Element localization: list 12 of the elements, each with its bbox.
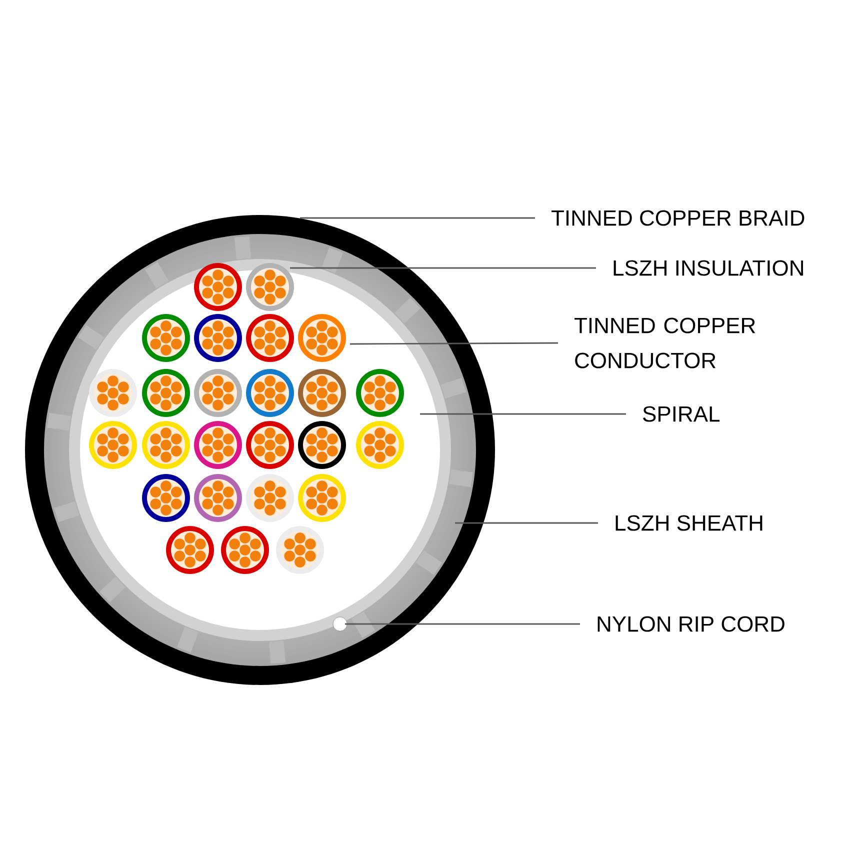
leader-line <box>455 522 598 524</box>
leader-label: TINNED COPPER CONDUCTOR <box>574 318 756 368</box>
leader-label: NYLON RIP CORD <box>598 616 784 632</box>
leader-line <box>290 267 596 269</box>
leader-label: SPIRAL <box>643 406 720 422</box>
leader-line <box>420 413 626 415</box>
leader-line <box>350 342 558 345</box>
leader-label: TINNED COPPER BRAID <box>552 210 804 226</box>
leader-line <box>345 623 580 625</box>
leader-label: LSZH INSULATION <box>614 260 803 276</box>
leader-label: LSZH SHEATH <box>616 515 762 531</box>
leader-line <box>300 217 535 219</box>
